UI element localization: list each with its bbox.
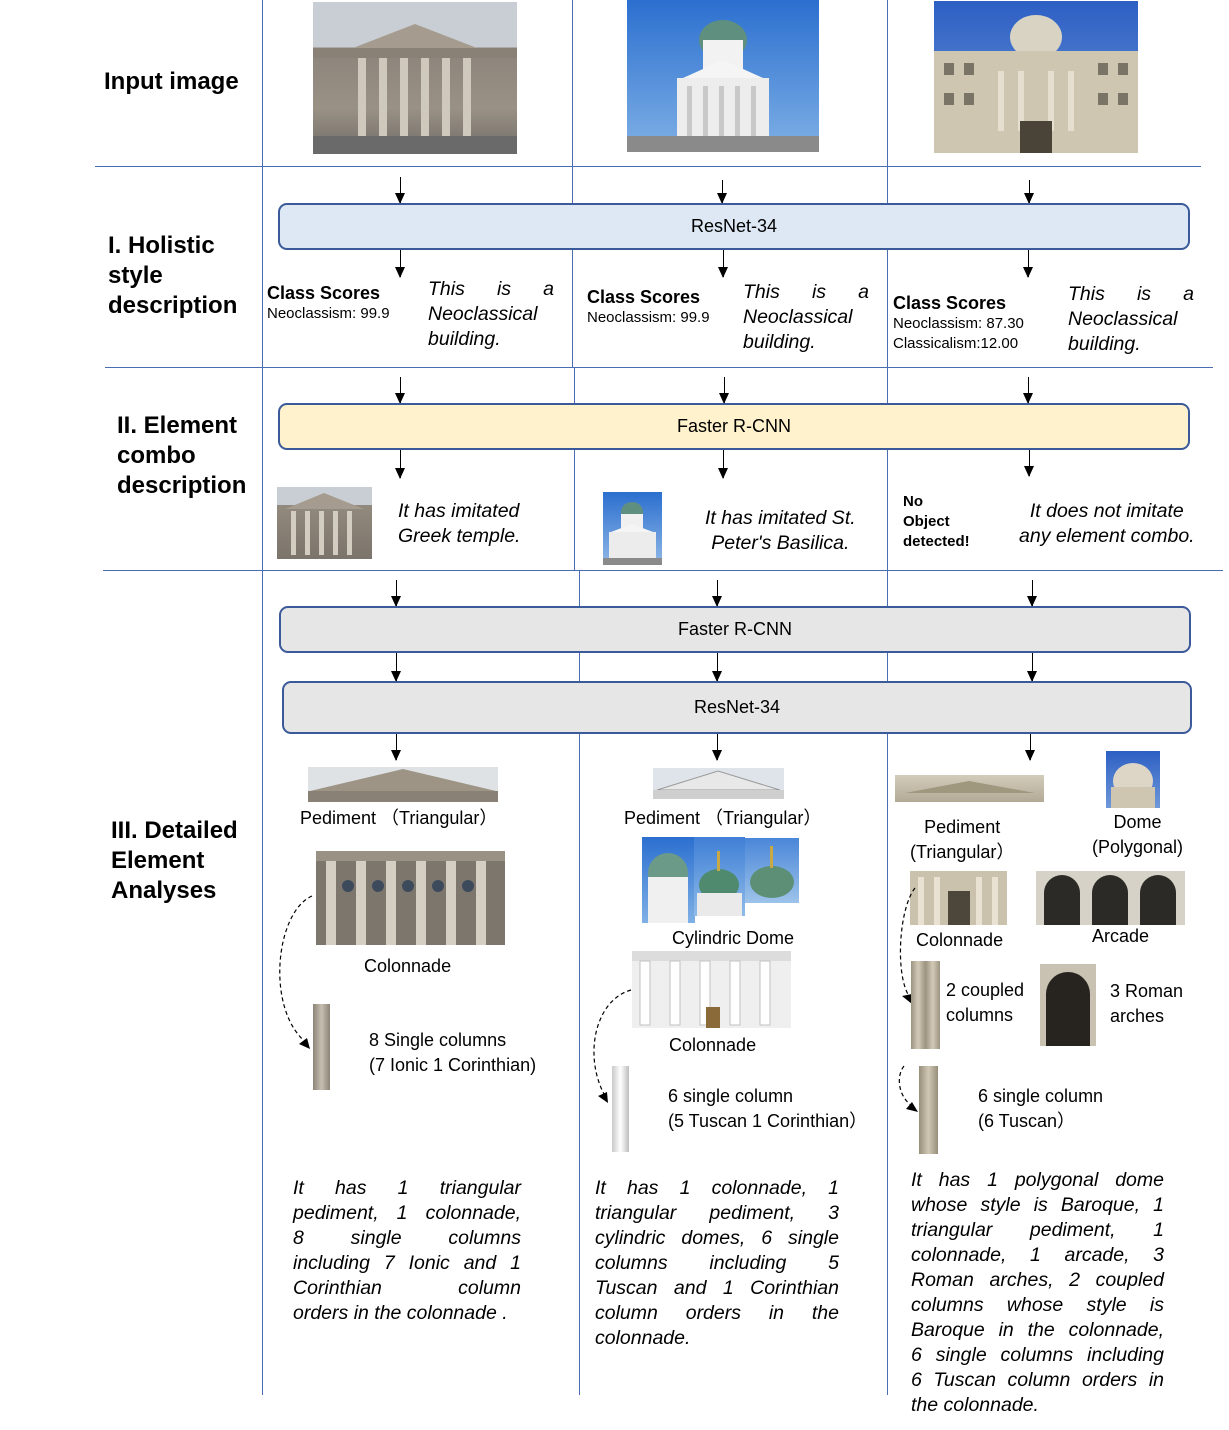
label-colonnade-2: Colonnade [669,1035,757,1055]
arrow [395,377,405,404]
arrow [1024,180,1034,204]
summary-3: It has 1 polygonal dome whose style is B… [911,1169,1164,1416]
column-divider-2a [572,0,573,368]
holistic-text-2: This is a Neoclassical building. [743,281,869,353]
element-image-dome-2b [694,837,745,916]
faster-rcnn-combo-box: Faster R-CNN [278,403,1190,450]
holistic-text-3: This is a Neoclassical building. [1068,283,1194,355]
label-columns-2: 6 single column(5 Tuscan 1 Corinthian） [668,1086,868,1131]
combo-image-greek-temple [277,487,372,559]
arrow [391,734,401,761]
label-colonnade-1: Colonnade [364,956,452,976]
label-dome-2: Cylindric Dome [672,928,795,948]
element-image-pediment-2 [653,768,784,799]
column-divider-2c [579,570,580,1395]
class-scores-2: Class Scores Neoclassism: 99.9 [587,287,710,326]
row-divider-2 [105,367,1213,368]
summary-2: It has 1 colonnade, 1 triangular pedimen… [595,1177,839,1349]
dashed-arrow-1 [279,895,313,1049]
label-colonnade-3: Colonnade [916,930,1004,950]
resnet-34-detail-box: ResNet-34 [282,681,1192,734]
dashed-arrow-3b [898,1065,918,1112]
arrow [1024,450,1034,477]
label-pediment-1: Pediment （Triangular） [300,808,498,828]
class-scores-1: Class Scores Neoclassism: 99.9 [267,283,390,322]
input-image-dublin-gpo [313,2,517,154]
element-image-pediment-3 [895,775,1044,802]
row-divider-1 [95,166,1201,167]
arrow [712,734,722,761]
element-image-column-2 [612,1066,629,1152]
dashed-arrow-2 [593,989,632,1103]
element-image-dome-2c [745,838,799,903]
arrow [1023,377,1033,404]
element-image-pediment-1 [308,767,498,802]
resnet-34-holistic-box: ResNet-34 [278,203,1190,250]
column-divider-2b [574,368,575,570]
arrow [712,580,722,607]
input-image-shanghai-building [934,1,1138,153]
element-image-dome-2a [642,837,695,923]
summary-1: It has 1 triangular pediment, 1 colonnad… [293,1177,521,1324]
arrow [1025,734,1035,761]
arrow [395,450,405,479]
label-pediment-2: Pediment （Triangular） [624,808,822,828]
row-divider-3 [103,570,1223,571]
element-image-colonnade-1 [316,851,505,945]
arrow [719,377,729,404]
arrow [391,580,401,607]
label-columns-1: 8 Single columns(7 Ionic 1 Corinthian) [369,1030,537,1075]
element-image-roman-arch-3 [1040,964,1096,1046]
arrow [712,653,722,682]
element-image-column-1 [313,1004,330,1090]
element-image-arcade-3 [1036,871,1185,925]
label-columns-3: 6 single column(6 Tuscan） [978,1086,1104,1131]
column-divider-1 [262,0,263,1395]
label-arcade-3: Arcade [1092,926,1150,946]
faster-rcnn-detail-box: Faster R-CNN [279,606,1191,653]
label-dome-3: Dome(Polygonal) [1092,812,1184,857]
element-image-column-3 [919,1066,938,1154]
element-image-colonnade-2 [632,951,791,1028]
class-scores-3: Class Scores Neoclassism: 87.30 Classica… [893,293,1024,352]
arrow [395,250,405,278]
arrow [395,177,405,204]
arrow [1027,580,1037,607]
holistic-text-1: This is a Neoclassical building. [428,278,554,350]
arrow [1023,250,1033,278]
arrow [718,450,728,479]
element-image-coupled-columns-3 [911,961,940,1049]
arrow [718,250,728,278]
element-image-colonnade-3 [910,871,1007,925]
input-image-helsinki-cathedral [627,0,819,152]
dashed-arrow-3a [899,887,916,1004]
combo-image-st-peters [603,492,662,565]
label-pediment-3: Pediment(Triangular） [910,817,1015,862]
combo-text-2: It has imitated St.Peter's Basilica. [705,507,856,554]
arrow [717,180,727,204]
element-image-dome-3 [1106,751,1160,808]
arrow [1027,653,1037,682]
section-input-label: Input image [104,68,239,95]
arrow [391,653,401,682]
